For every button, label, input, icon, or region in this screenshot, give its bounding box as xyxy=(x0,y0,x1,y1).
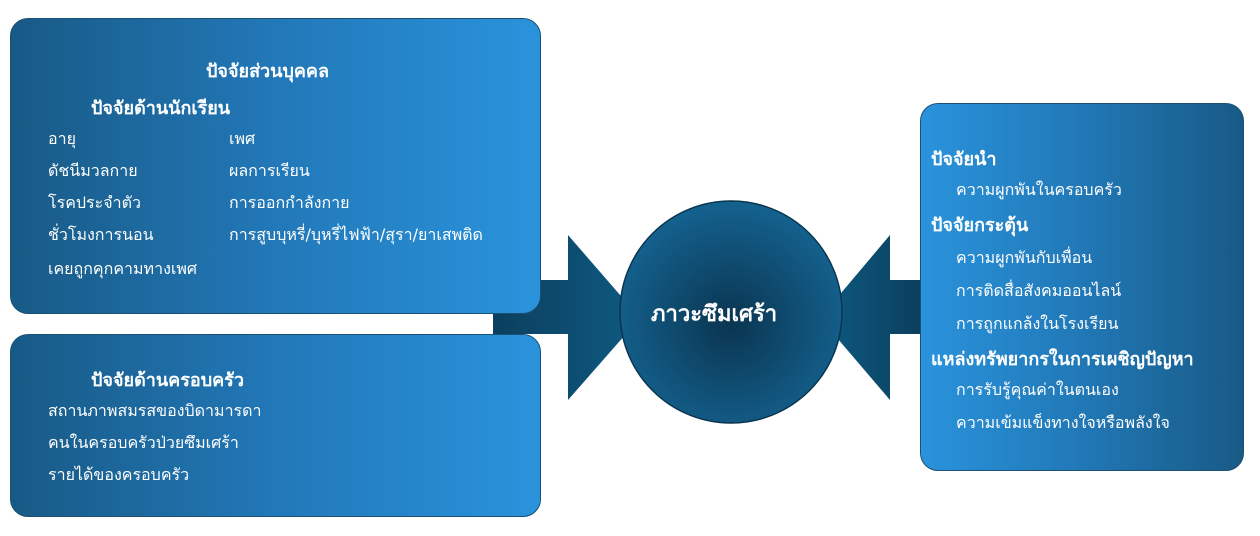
list-item: ความผูกพันในครอบครัว xyxy=(956,180,1122,199)
list-item: ดัชนีมวลกาย xyxy=(48,161,138,180)
center-label: ภาวะซึมเศร้า xyxy=(651,302,778,327)
personal-title: ปัจจัยส่วนบุคคล xyxy=(206,61,330,82)
list-item: ชั่วโมงการนอน xyxy=(48,225,154,244)
list-item: การติดสื่อสังคมออนไลน์ xyxy=(956,281,1122,300)
list-item: เคยถูกคุกคามทางเพศ xyxy=(48,259,198,278)
list-item: คนในครอบครัวป่วยซึมเศร้า xyxy=(48,433,239,452)
list-item: อายุ xyxy=(48,129,76,148)
list-item: การออกกำลังกาย xyxy=(229,193,350,212)
list-item: เพศ xyxy=(229,129,256,148)
right-arrow xyxy=(820,235,920,400)
right-factors-box: ปัจจัยนำ ความผูกพันในครอบครัว ปัจจัยกระต… xyxy=(920,103,1244,471)
group-title: แหล่งทรัพยากรในการเผชิญปัญหา xyxy=(931,349,1194,370)
student-title: ปัจจัยด้านนักเรียน xyxy=(91,98,231,119)
list-item: สถานภาพสมรสของบิดามารดา xyxy=(48,401,262,420)
list-item: การสูบบุหรี่/บุหรี่ไฟฟ้า/สุรา/ยาเสพติด xyxy=(229,225,483,244)
list-item: ความผูกพันกับเพื่อน xyxy=(956,248,1093,267)
family-factors-box: ปัจจัยด้านครอบครัว สถานภาพสมรสของบิดามาร… xyxy=(10,334,541,517)
center-circle xyxy=(619,200,843,424)
list-item: การถูกแกล้งในโรงเรียน xyxy=(956,314,1119,333)
list-item: รายได้ของครอบครัว xyxy=(48,465,190,484)
list-item: การรับรู้คุณค่าในตนเอง xyxy=(956,380,1119,399)
group-title: ปัจจัยนำ xyxy=(931,149,997,170)
family-title: ปัจจัยด้านครอบครัว xyxy=(91,370,244,391)
list-item: โรคประจำตัว xyxy=(48,193,141,212)
personal-factors-box: ปัจจัยส่วนบุคคล ปัจจัยด้านนักเรียน อายุ … xyxy=(10,18,541,314)
group-title: ปัจจัยกระตุ้น xyxy=(931,215,1029,236)
list-item: ความเข้มแข็งทางใจหรือพลังใจ xyxy=(956,413,1170,432)
left-arrow xyxy=(493,235,640,400)
list-item: ผลการเรียน xyxy=(229,161,310,180)
